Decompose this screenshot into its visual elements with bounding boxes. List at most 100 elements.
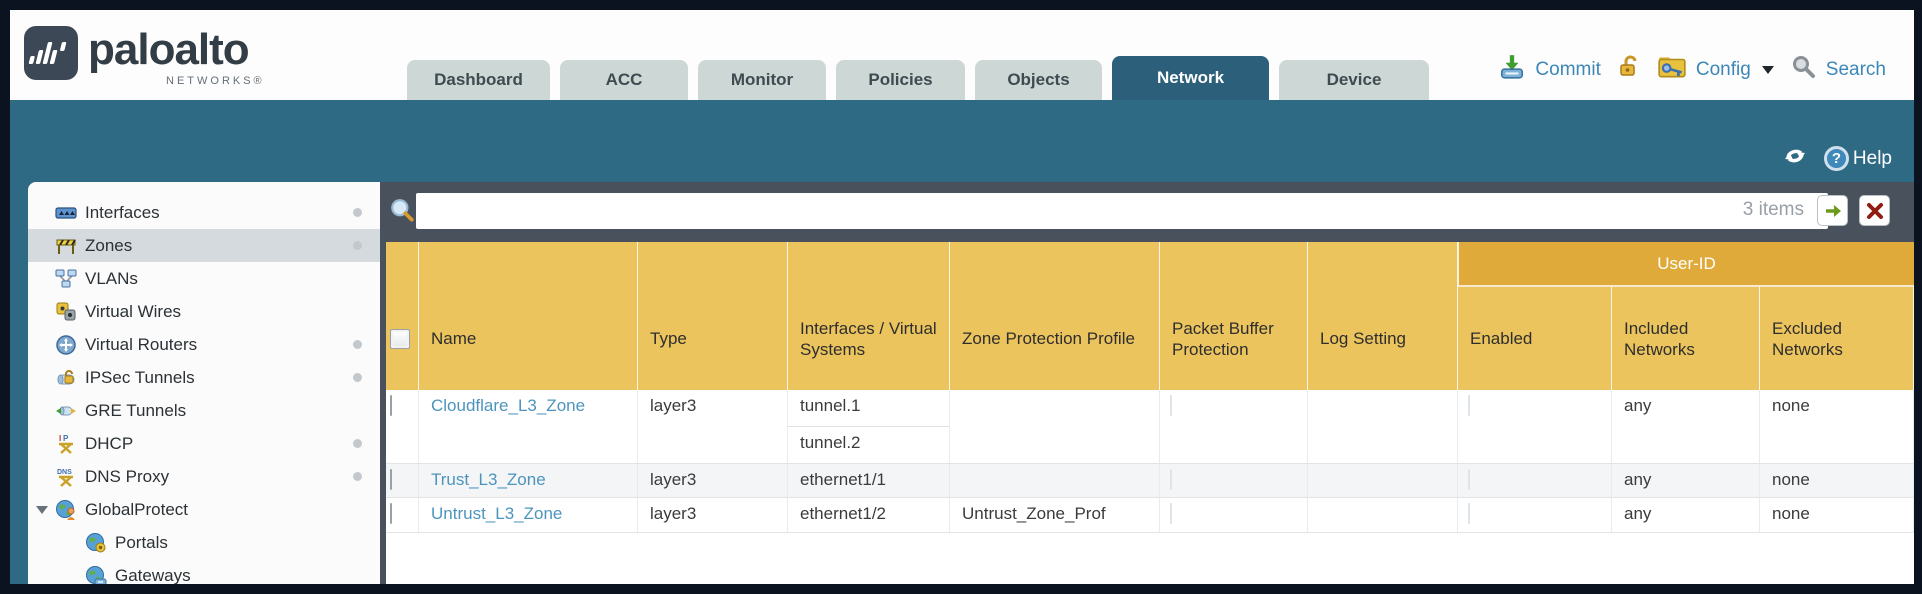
row-checkbox[interactable] <box>390 503 392 524</box>
config-caret-icon[interactable] <box>1761 65 1774 74</box>
zone-type: layer3 <box>638 390 788 463</box>
tab-policies[interactable]: Policies <box>836 60 965 100</box>
column-header-included-networks[interactable]: Included Networks <box>1612 287 1760 390</box>
status-dot <box>353 472 362 481</box>
zone-type: layer3 <box>638 464 788 497</box>
tab-objects[interactable]: Objects <box>975 60 1102 100</box>
table-header: Name Type Interfaces / Virtual Systems Z… <box>386 242 1914 390</box>
user-id-enabled-checkbox[interactable] <box>1468 395 1470 416</box>
sidebar-item-virtual-routers[interactable]: Virtual Routers <box>28 328 380 361</box>
log-setting <box>1308 390 1458 463</box>
filter-input[interactable] <box>416 193 1828 229</box>
search-icon <box>1791 54 1817 85</box>
column-header-name[interactable]: Name <box>419 242 638 390</box>
header-actions: Commit Config <box>1498 53 1886 86</box>
tab-dashboard[interactable]: Dashboard <box>407 60 550 100</box>
row-checkbox[interactable] <box>390 469 392 490</box>
sidebar-item-gre-tunnels[interactable]: GRE Tunnels <box>28 394 380 427</box>
main-nav-tabs: Dashboard ACC Monitor Policies Objects N… <box>407 56 1429 100</box>
config-button[interactable]: Config <box>1695 58 1751 80</box>
sidebar-item-label: Virtual Routers <box>85 334 198 354</box>
row-select-cell <box>386 390 419 463</box>
sidebar-item-interfaces[interactable]: Interfaces <box>28 196 380 229</box>
excluded-networks: none <box>1760 498 1914 532</box>
user-id-enabled-checkbox[interactable] <box>1468 469 1470 490</box>
packet-buffer-checkbox[interactable] <box>1170 395 1172 416</box>
column-header-type[interactable]: Type <box>638 242 788 390</box>
tab-acc[interactable]: ACC <box>560 60 688 100</box>
column-group-user-id: User-ID <box>1458 242 1914 287</box>
panel-gutter <box>380 182 386 584</box>
filter-bar: 3 items <box>380 182 1914 242</box>
column-header-packet-buffer-protection[interactable]: Packet Buffer Protection <box>1160 242 1308 390</box>
items-count: 3 items <box>1742 199 1804 220</box>
brand-networks: NETWORKS® <box>166 75 265 87</box>
column-header-excluded-networks[interactable]: Excluded Networks <box>1760 287 1914 390</box>
sidebar-item-label: DHCP <box>85 433 134 453</box>
column-header-interfaces[interactable]: Interfaces / Virtual Systems <box>788 242 950 390</box>
tab-monitor[interactable]: Monitor <box>698 60 826 100</box>
zone-protection-profile <box>950 464 1160 497</box>
sidebar-item-label: IPSec Tunnels <box>85 367 195 387</box>
table-row: Trust_L3_Zone layer3 ethernet1/1 any non… <box>386 464 1914 498</box>
virtual-wires-icon <box>56 302 76 320</box>
select-all-checkbox[interactable] <box>390 328 410 349</box>
sidebar-item-label: Interfaces <box>85 202 160 222</box>
sidebar-item-portals[interactable]: Portals <box>28 526 380 559</box>
sidebar-item-dhcp[interactable]: I P DHCP <box>28 427 380 460</box>
commit-button[interactable]: Commit <box>1535 58 1601 80</box>
clear-filter-button[interactable] <box>1859 195 1890 226</box>
interfaces-icon <box>55 206 77 219</box>
sidebar-item-dns-proxy[interactable]: DNS DNS Proxy <box>28 460 380 493</box>
sidebar-item-ipsec-tunnels[interactable]: IPSec Tunnels <box>28 361 380 394</box>
zone-name-link[interactable]: Cloudflare_L3_Zone <box>419 390 638 463</box>
packet-buffer-checkbox[interactable] <box>1170 503 1172 524</box>
tab-device[interactable]: Device <box>1279 60 1429 100</box>
column-header-zone-protection-profile[interactable]: Zone Protection Profile <box>950 242 1160 390</box>
excluded-networks: none <box>1760 464 1914 497</box>
svg-text:I: I <box>59 434 61 443</box>
user-id-enabled-checkbox[interactable] <box>1468 503 1470 524</box>
help-label[interactable]: Help <box>1852 147 1892 169</box>
sidebar-item-label: Gateways <box>115 565 191 585</box>
user-id-enabled-cell <box>1458 390 1612 463</box>
included-networks: any <box>1612 464 1760 497</box>
filter-search-icon[interactable] <box>389 198 415 229</box>
user-id-enabled-cell <box>1458 464 1612 497</box>
help-icon[interactable]: ? <box>1823 146 1849 171</box>
vlans-icon <box>55 269 77 287</box>
sidebar-item-gateways[interactable]: Gateways <box>28 559 380 584</box>
commit-icon <box>1498 53 1526 86</box>
sidebar-item-label: Zones <box>85 235 133 255</box>
user-id-enabled-cell <box>1458 498 1612 532</box>
portals-icon <box>86 532 106 552</box>
lock-icon[interactable] <box>1616 54 1642 85</box>
search-button[interactable]: Search <box>1825 58 1886 80</box>
row-checkbox[interactable] <box>390 395 392 416</box>
interface-item: tunnel.2 <box>800 433 861 452</box>
status-dot <box>353 439 362 448</box>
paloalto-logo: paloalto NETWORKS® <box>24 26 265 87</box>
tab-network[interactable]: Network <box>1112 56 1269 100</box>
svg-text:DNS: DNS <box>57 469 72 476</box>
interface-item: tunnel.1 <box>788 390 949 427</box>
config-icon <box>1657 53 1687 86</box>
sidebar-item-vlans[interactable]: VLANs <box>28 262 380 295</box>
packet-buffer-checkbox[interactable] <box>1170 469 1172 490</box>
refresh-icon[interactable] <box>1780 142 1810 175</box>
column-header-log-setting[interactable]: Log Setting <box>1308 242 1458 390</box>
zone-type: layer3 <box>638 498 788 532</box>
zone-interfaces-cell: tunnel.1 tunnel.2 <box>788 390 950 463</box>
expander-icon[interactable] <box>36 505 48 514</box>
zones-icon <box>56 238 76 254</box>
apply-filter-button[interactable] <box>1817 195 1848 226</box>
status-dot <box>353 373 362 382</box>
sidebar-item-globalprotect[interactable]: GlobalProtect <box>28 493 380 526</box>
sidebar-item-virtual-wires[interactable]: Virtual Wires <box>28 295 380 328</box>
sidebar-item-label: VLANs <box>85 268 138 288</box>
column-header-enabled[interactable]: Enabled <box>1458 287 1612 390</box>
zone-name-link[interactable]: Trust_L3_Zone <box>419 464 638 497</box>
zone-name-link[interactable]: Untrust_L3_Zone <box>419 498 638 532</box>
gre-tunnels-icon <box>56 406 76 415</box>
sidebar-item-zones[interactable]: Zones <box>28 229 380 262</box>
